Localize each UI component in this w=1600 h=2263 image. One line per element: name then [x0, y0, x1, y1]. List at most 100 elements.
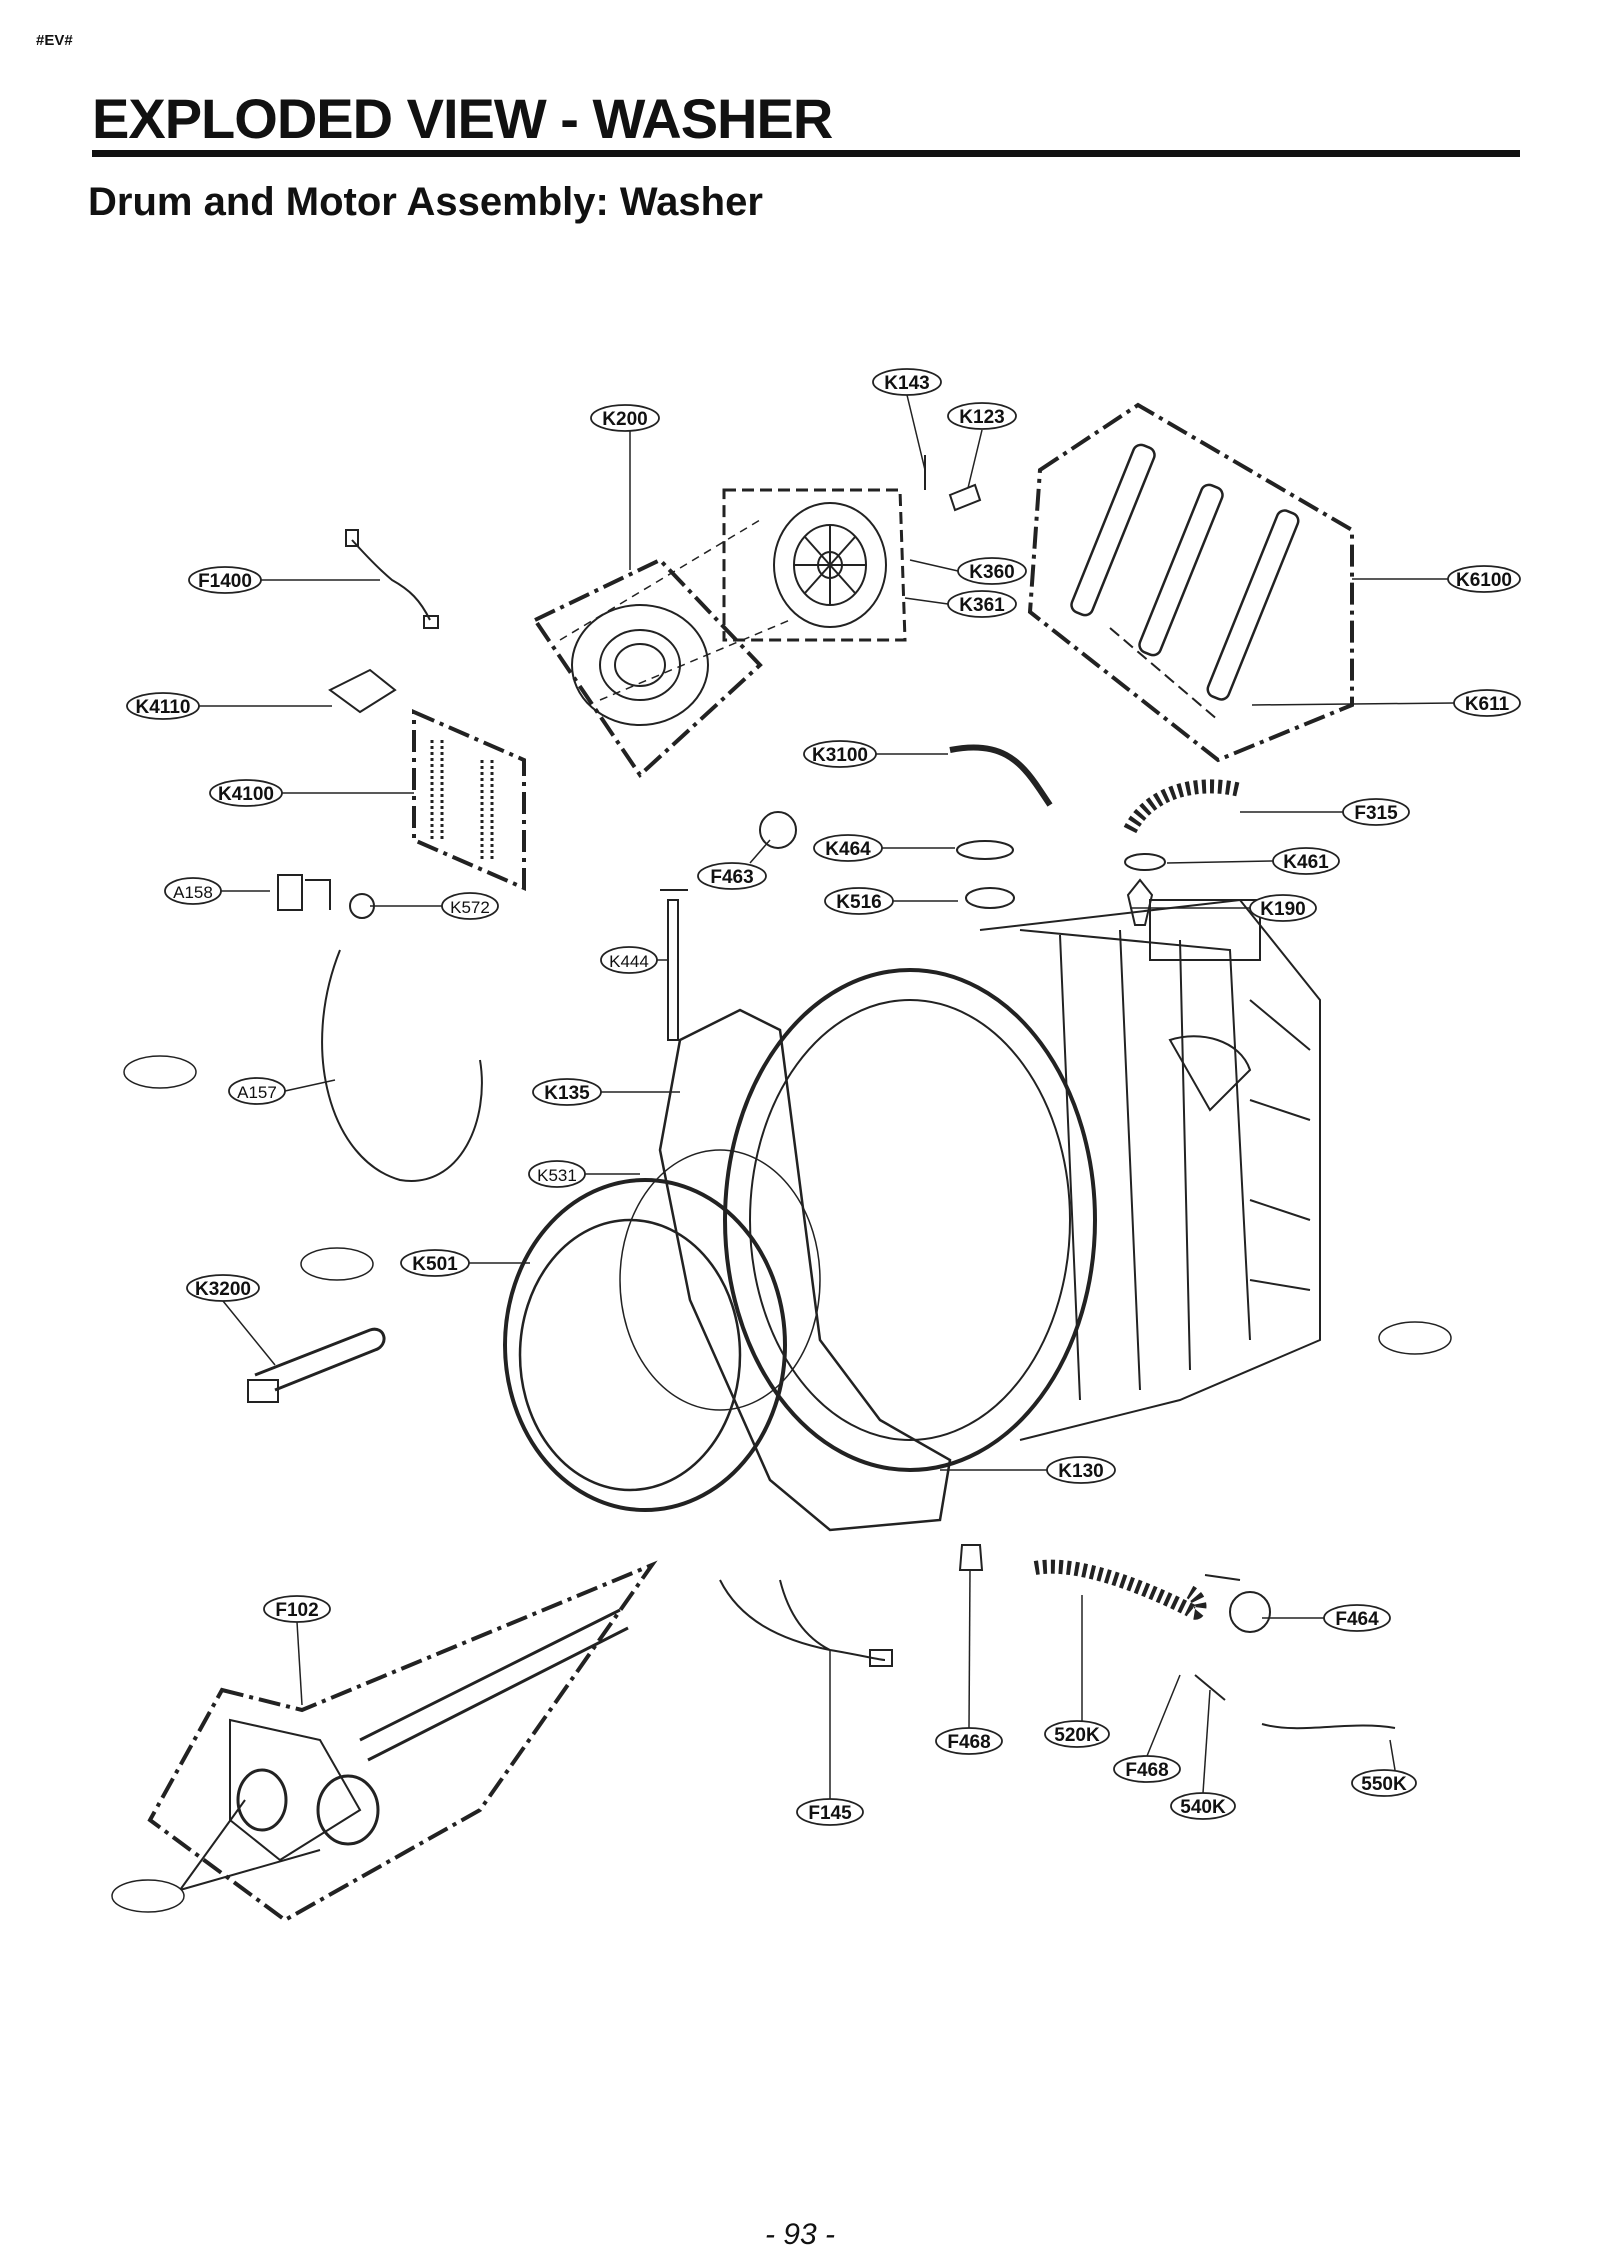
harness-f1400	[351, 539, 431, 621]
bolt-part	[948, 483, 982, 512]
spring-group-box	[412, 708, 526, 892]
label-bubble	[1113, 1755, 1181, 1783]
damper-group-box	[1027, 402, 1354, 763]
label-code: A158	[173, 883, 213, 902]
label-bubble	[803, 740, 877, 768]
cap-f463	[759, 811, 797, 849]
label-code: K200	[602, 409, 647, 430]
label-code: K4100	[218, 784, 274, 805]
sensor-540k	[1194, 1674, 1226, 1701]
rotor-group-box	[532, 557, 763, 779]
front-tub-k135	[658, 1008, 952, 1532]
label-code: F463	[710, 867, 753, 888]
label-bubble	[1351, 1769, 1417, 1797]
blank-callout-bubble	[300, 1247, 374, 1281]
label-bubble	[1249, 894, 1317, 922]
hose-a158	[277, 874, 331, 911]
label-code: K361	[959, 595, 1005, 616]
heater-k3200	[254, 1327, 386, 1392]
part-label-k361: K361	[904, 590, 1017, 618]
vent-k516	[965, 887, 1015, 909]
label-bubble	[796, 1798, 864, 1826]
rotor-part	[571, 604, 709, 726]
part-label-k611: K611	[1251, 689, 1521, 717]
label-bubble	[528, 1160, 586, 1188]
label-bubble	[1323, 1604, 1391, 1632]
part-label-k123: K123	[947, 402, 1017, 489]
leader-line	[967, 429, 983, 489]
label-bubble	[600, 946, 658, 974]
leader-line	[1389, 1739, 1396, 1771]
label-code: K444	[609, 952, 649, 971]
leader-line	[906, 394, 926, 471]
gasket-k531	[619, 1149, 821, 1411]
label-code: F315	[1354, 803, 1398, 824]
label-code: K516	[836, 892, 881, 913]
stator-group-box	[722, 488, 907, 642]
label-code: 520K	[1054, 1725, 1100, 1746]
part-label-f468: F468	[935, 1569, 1003, 1755]
harness-f145	[719, 1579, 886, 1661]
label-bubble	[1170, 1792, 1236, 1820]
label-code: K501	[412, 1254, 458, 1275]
part-label-550k: 550K	[1351, 1739, 1417, 1797]
part-label-a157: A157	[228, 1077, 336, 1105]
part-label-k444: K444	[600, 946, 668, 974]
label-bubble	[1044, 1720, 1110, 1748]
label-code: K360	[969, 562, 1014, 583]
hose-k3100	[949, 744, 1053, 807]
label-bubble	[1342, 798, 1410, 826]
ring-k461	[1124, 853, 1166, 871]
part-label-f102: F102	[263, 1595, 331, 1706]
label-code: K3100	[812, 745, 868, 766]
title-divider	[92, 150, 1520, 157]
leader-line	[284, 1079, 336, 1092]
label-bubble	[441, 892, 499, 920]
label-code: K531	[537, 1166, 577, 1185]
document-tag: #EV#	[36, 32, 73, 49]
pump-group-box	[147, 1560, 658, 1923]
part-label-k501: K501	[400, 1249, 530, 1277]
label-bubble	[947, 402, 1017, 430]
leader-line	[222, 1300, 276, 1366]
part-label-f464: F464	[1262, 1604, 1391, 1632]
leader-line	[1166, 860, 1274, 864]
leader-line	[749, 839, 771, 864]
leader-line	[1202, 1689, 1211, 1794]
label-bubble	[228, 1077, 286, 1105]
label-code: F468	[947, 1732, 990, 1753]
label-code: K464	[825, 839, 871, 860]
blank-callout-bubble	[1378, 1321, 1452, 1355]
part-label-k4100: K4100	[209, 779, 414, 807]
label-bubble	[263, 1595, 331, 1623]
leader-line	[909, 559, 959, 572]
stator-part	[773, 502, 887, 628]
label-bubble	[935, 1727, 1003, 1755]
label-bubble	[824, 887, 894, 915]
leader-line	[296, 1621, 303, 1706]
page-title: EXPLODED VIEW - WASHER	[92, 87, 833, 150]
label-code: A157	[237, 1083, 277, 1102]
label-code: K6100	[1456, 570, 1512, 591]
ring-k501	[503, 1178, 787, 1512]
label-code: K190	[1260, 899, 1305, 920]
harness-a157	[321, 949, 483, 1182]
part-label-k135: K135	[532, 1078, 680, 1106]
valve-k190	[1126, 878, 1154, 926]
part-label-k4110: K4110	[126, 692, 332, 720]
gasket-k464	[956, 840, 1014, 860]
label-bubble	[1447, 565, 1521, 593]
part-label-k360: K360	[909, 557, 1027, 585]
label-code: F468	[1125, 1760, 1168, 1781]
blank-callout-bubble	[123, 1055, 197, 1089]
part-label-k3100: K3100	[803, 740, 948, 768]
damper-parts	[1070, 443, 1300, 701]
part-label-k531: K531	[528, 1160, 640, 1188]
label-bubble	[947, 590, 1017, 618]
part-label-f315: F315	[1240, 798, 1410, 826]
part-label-k143: K143	[872, 368, 942, 471]
part-label-f145: F145	[796, 1650, 864, 1826]
hose-f315	[1123, 779, 1242, 834]
harness-550k	[1261, 1723, 1396, 1730]
